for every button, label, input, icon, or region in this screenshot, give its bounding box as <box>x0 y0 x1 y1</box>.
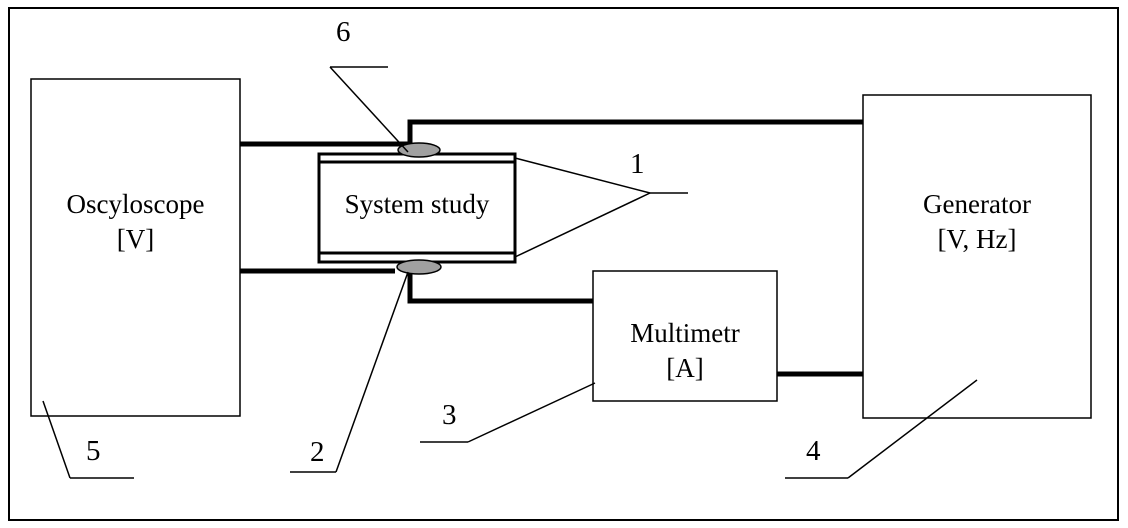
wire-top-to-generator <box>407 119 863 146</box>
generator-label: Generator [V, Hz] <box>863 191 1091 253</box>
oscilloscope-unit: [V] <box>116 224 155 254</box>
wire-bottom-to-multimeter <box>407 271 593 304</box>
electrode-top <box>397 142 441 158</box>
electrode-bottom <box>396 259 442 275</box>
callout-5: 5 <box>86 435 101 467</box>
multimeter-unit: [A] <box>666 353 704 383</box>
callout-2: 2 <box>310 436 325 468</box>
callout-1: 1 <box>630 148 645 180</box>
oscilloscope-box <box>30 78 241 417</box>
oscilloscope-label: Oscyloscope [V] <box>31 191 240 253</box>
generator-unit: [V, Hz] <box>937 224 1017 254</box>
callout-4: 4 <box>806 435 821 467</box>
multimeter-box <box>592 270 778 402</box>
multimeter-label: Multimetr [A] <box>593 320 777 382</box>
system-label: System study <box>344 189 490 219</box>
wires <box>240 119 863 377</box>
generator-box <box>862 94 1092 419</box>
multimeter-title: Multimetr <box>630 318 740 348</box>
oscilloscope-title: Oscyloscope <box>66 189 205 219</box>
system-box <box>317 152 517 264</box>
callout-6: 6 <box>336 16 351 48</box>
callout-3: 3 <box>442 399 457 431</box>
generator-title: Generator <box>923 189 1031 219</box>
callout-leaders <box>42 66 978 479</box>
